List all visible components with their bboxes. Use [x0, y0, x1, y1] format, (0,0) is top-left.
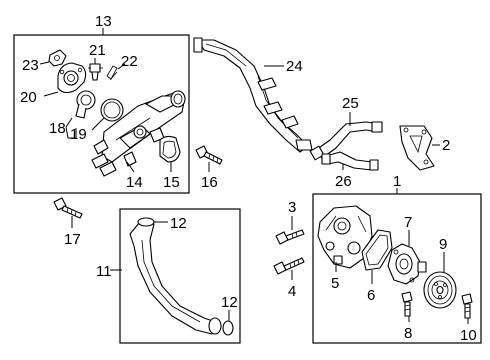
callout-8: 8 — [404, 325, 412, 342]
callout-23: 23 — [22, 57, 39, 74]
callout-21: 21 — [89, 42, 106, 59]
callout-22: 22 — [121, 53, 138, 70]
part-15-gasket — [159, 135, 181, 163]
callout-11: 11 — [96, 263, 112, 280]
part-2-gasket — [399, 125, 435, 171]
callout-12-upper: 12 — [170, 215, 187, 232]
callout-20: 20 — [20, 89, 37, 106]
part-12-hose-clamp-lower — [222, 320, 234, 336]
part-4-bolt — [273, 257, 305, 275]
callout-6: 6 — [367, 287, 375, 304]
part-9-pulley — [423, 271, 457, 309]
callout-17: 17 — [64, 231, 81, 248]
thermostat-housing-group-box — [13, 34, 190, 194]
callout-14: 14 — [126, 174, 143, 191]
callout-12-lower: 12 — [221, 294, 238, 311]
callout-5: 5 — [331, 275, 339, 292]
part-26-hose — [321, 151, 379, 171]
callout-1: 1 — [393, 173, 401, 190]
part-21-temperature-sensor — [88, 63, 103, 81]
callout-19: 19 — [70, 126, 87, 143]
callout-9: 9 — [439, 236, 447, 253]
part-25-bypass-pipe — [309, 121, 383, 161]
callout-18: 18 — [49, 120, 66, 137]
part-18-thermostat — [75, 90, 96, 119]
callout-24: 24 — [286, 58, 303, 75]
callout-4: 4 — [288, 283, 296, 300]
hose-group-box — [119, 208, 241, 344]
part-11-radiator-hose — [129, 221, 222, 335]
callout-16: 16 — [201, 174, 218, 191]
part-23-clip — [48, 49, 67, 67]
callout-10: 10 — [460, 327, 477, 344]
part-22-clip — [106, 65, 118, 81]
part-6-gasket — [361, 229, 393, 271]
callout-25: 25 — [342, 95, 359, 112]
part-7-water-pump — [387, 243, 427, 285]
part-8-bolt — [401, 291, 413, 317]
part-10-bolt — [461, 293, 473, 319]
callout-3: 3 — [288, 199, 296, 216]
part-16-bolt — [195, 145, 223, 165]
part-12-hose-clamp-upper — [137, 217, 155, 227]
callout-7: 7 — [404, 214, 412, 231]
callout-2: 2 — [442, 137, 450, 154]
part-24-coolant-pipe — [193, 37, 313, 153]
callout-15: 15 — [163, 174, 180, 191]
part-19-o-ring — [100, 98, 124, 122]
part-20-flange — [57, 62, 87, 94]
part-17-bolt — [53, 197, 83, 219]
callout-26: 26 — [335, 173, 352, 190]
callout-13: 13 — [95, 13, 112, 30]
part-3-bolt — [275, 229, 305, 245]
